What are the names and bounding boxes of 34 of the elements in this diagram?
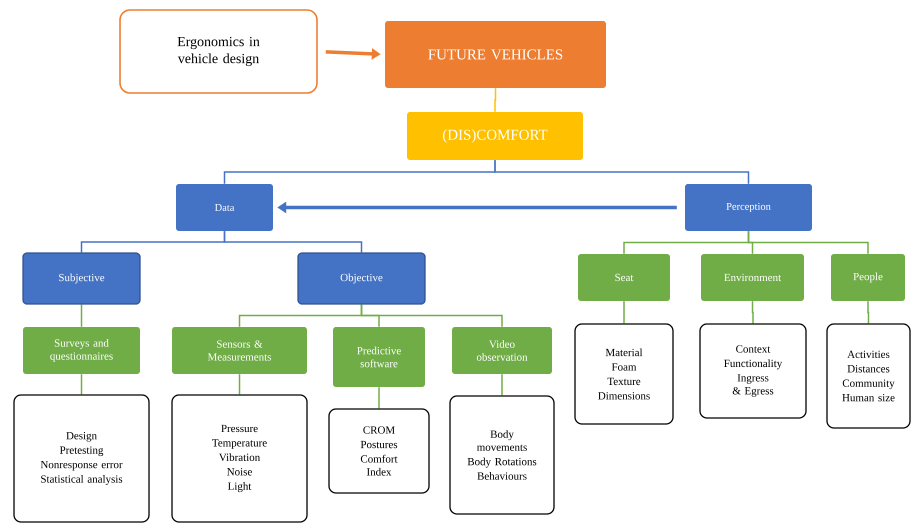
list-box: Activities Distances Community Human size xyxy=(826,323,911,429)
connector xyxy=(238,374,240,394)
connector xyxy=(623,301,625,324)
subcategory-box: Surveys and questionnaires xyxy=(23,326,140,374)
connector xyxy=(360,304,503,327)
category-box: Data xyxy=(176,184,273,231)
list-box: Design Pretesting Nonresponse error Statistical analysis xyxy=(13,394,150,523)
list-box: Context Functionality Ingress & Egress xyxy=(699,323,807,419)
connector xyxy=(80,374,82,394)
connector xyxy=(494,88,496,112)
connector xyxy=(224,231,362,252)
topic-box: Ergonomics in vehicle design xyxy=(119,9,318,94)
heading-box: FUTURE VEHICLES xyxy=(385,21,606,88)
category-box: Subjective xyxy=(22,252,141,305)
subcategory-box: People xyxy=(831,254,905,301)
subcategory-box: Sensors & Measurements xyxy=(172,326,307,374)
connector xyxy=(80,304,82,327)
connector xyxy=(501,374,503,396)
list-box: Body movements Body Rotations Behaviours xyxy=(449,395,555,515)
list-box: Pressure Temperature Vibration Noise Light xyxy=(171,394,308,523)
category-box: Perception xyxy=(685,184,812,231)
subcategory-box: Predictive software xyxy=(333,326,425,387)
connector xyxy=(752,301,754,324)
theme-box: (DIS)COMFORT xyxy=(407,112,583,160)
subcategory-box: Seat xyxy=(578,254,670,301)
subcategory-box: Video observation xyxy=(452,326,552,374)
list-box: CROM Postures Comfort Index xyxy=(328,408,430,494)
list-box: Material Foam Texture Dimensions xyxy=(574,323,674,425)
subcategory-box: Environment xyxy=(701,254,804,301)
connector xyxy=(378,387,380,408)
connector xyxy=(494,160,750,184)
category-box: Objective xyxy=(297,252,426,305)
connector xyxy=(867,301,870,324)
connector xyxy=(748,231,869,254)
